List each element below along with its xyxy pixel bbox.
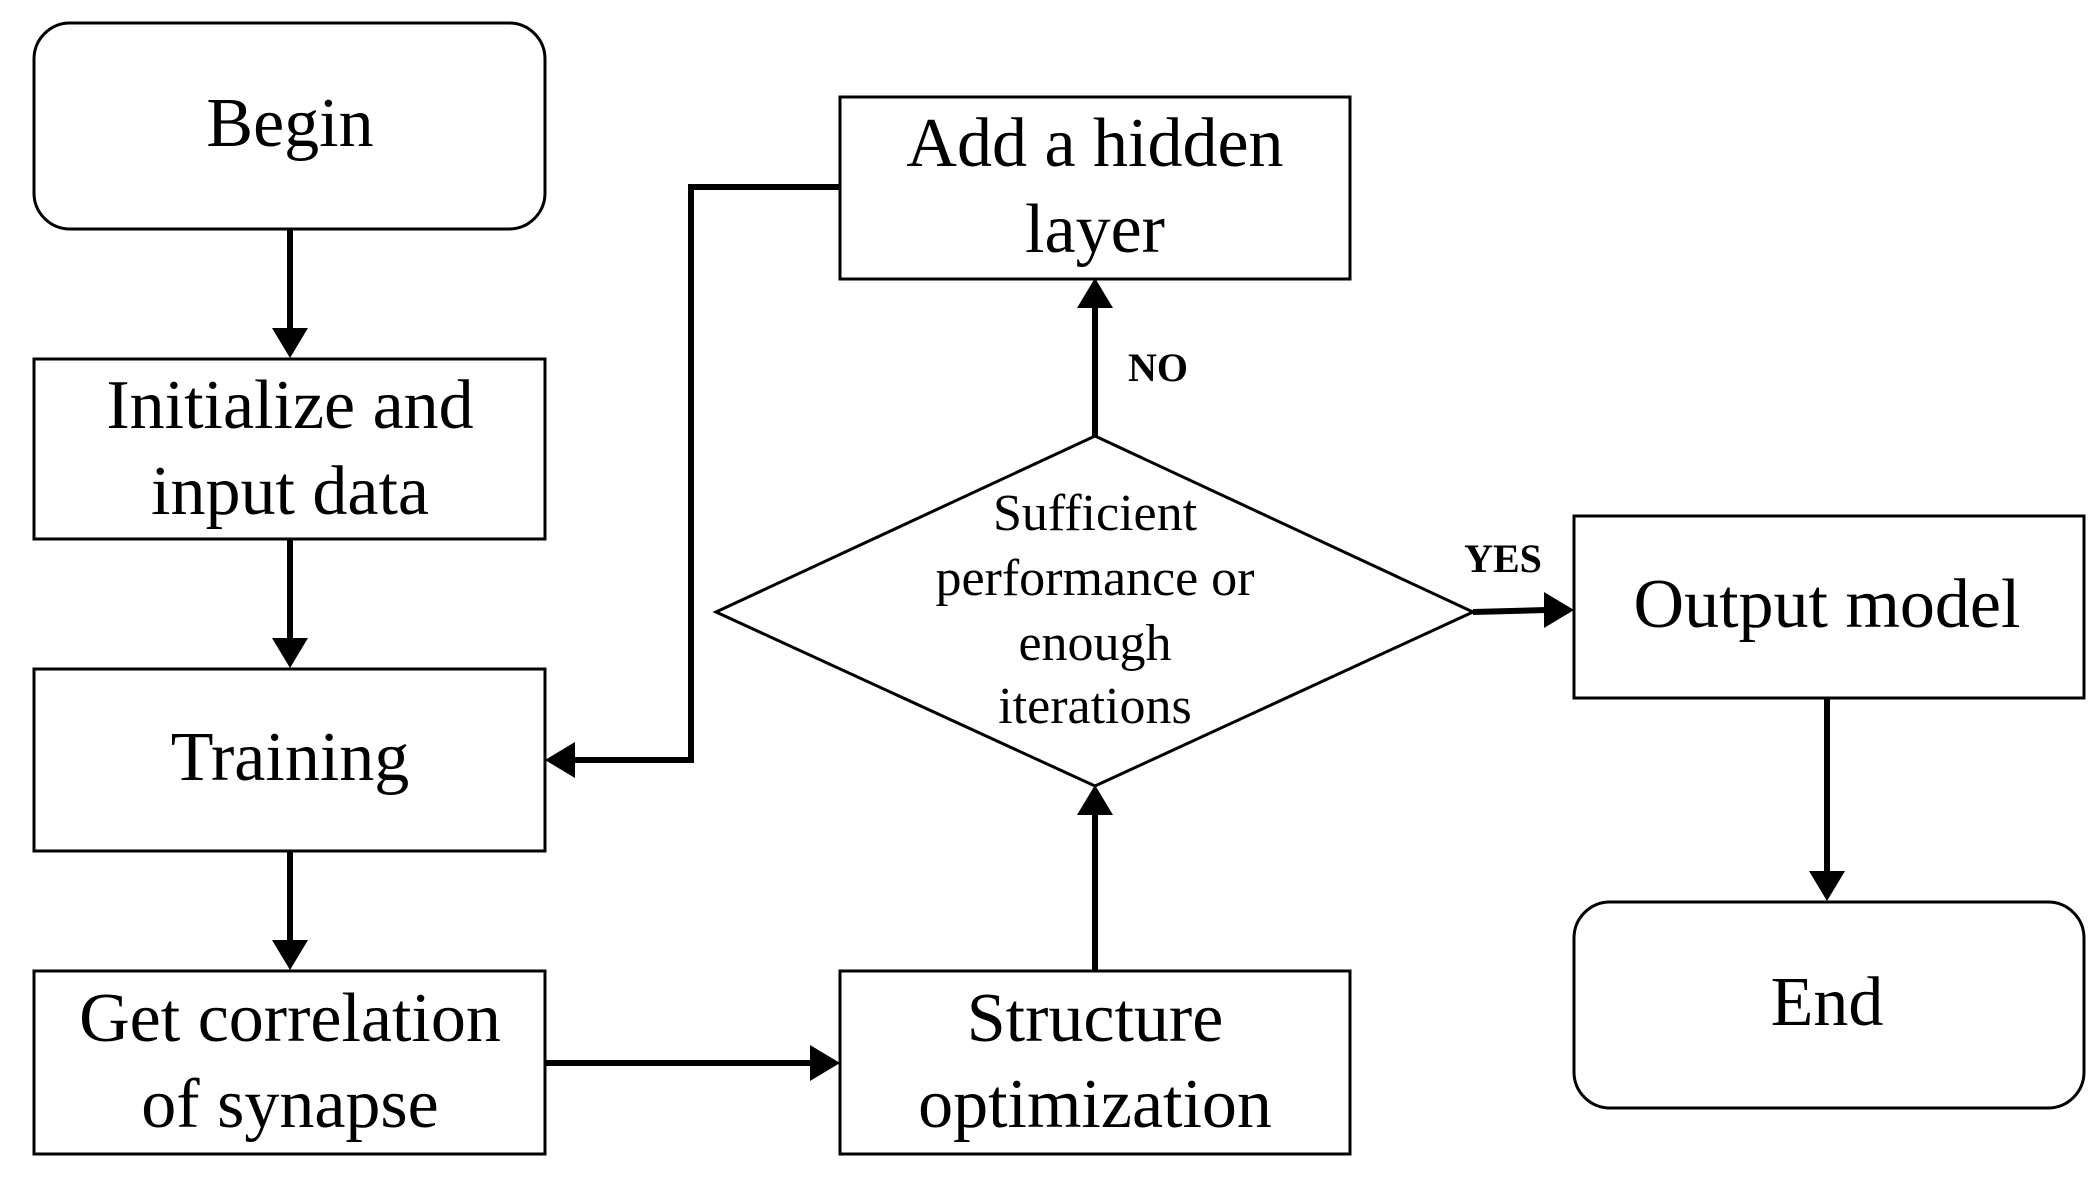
arrow-output-to-end bbox=[1809, 698, 1845, 901]
node-end: End bbox=[1572, 900, 2086, 1110]
arrow-correlation-to-structure bbox=[545, 1045, 840, 1081]
node-decision-line-4: iterations bbox=[998, 678, 1192, 735]
node-decision-line-3: enough bbox=[1018, 615, 1171, 672]
node-training: Training bbox=[32, 667, 547, 853]
edge-label-no: NO bbox=[1128, 345, 1188, 390]
node-begin-label: Begin bbox=[206, 85, 373, 162]
node-initialize: Initialize and input data bbox=[32, 357, 547, 541]
arrow-initialize-to-training bbox=[272, 539, 308, 668]
connectors bbox=[272, 184, 1845, 1081]
node-hidden-layer-line-1: Add a hidden bbox=[906, 105, 1283, 182]
node-initialize-line-1: Initialize and bbox=[106, 367, 473, 444]
node-hidden-layer-line-2: layer bbox=[1025, 191, 1165, 268]
node-correlation: Get correlation of synapse bbox=[32, 969, 547, 1156]
node-structure-line-1: Structure bbox=[967, 980, 1224, 1057]
node-begin: Begin bbox=[32, 21, 547, 231]
arrow-structure-to-decision bbox=[1077, 785, 1113, 971]
arrow-begin-to-initialize bbox=[272, 229, 308, 358]
node-initialize-line-2: input data bbox=[151, 453, 429, 530]
arrow-decision-to-hidden-layer bbox=[1077, 278, 1113, 436]
node-correlation-line-1: Get correlation bbox=[79, 980, 501, 1057]
node-hidden-layer: Add a hidden layer bbox=[838, 95, 1352, 281]
node-structure-line-2: optimization bbox=[918, 1066, 1272, 1143]
node-decision-line-2: performance or bbox=[935, 550, 1254, 607]
node-output-label: Output model bbox=[1634, 566, 2021, 643]
edge-label-yes: YES bbox=[1464, 536, 1542, 581]
node-correlation-line-2: of synapse bbox=[141, 1066, 438, 1143]
node-output: Output model bbox=[1572, 514, 2086, 700]
node-structure: Structure optimization bbox=[838, 969, 1352, 1156]
node-training-label: Training bbox=[171, 719, 410, 796]
node-end-label: End bbox=[1771, 964, 1884, 1041]
arrow-hidden-layer-to-training bbox=[545, 184, 840, 778]
arrow-training-to-correlation bbox=[272, 851, 308, 970]
node-decision: Sufficient performance or enough iterati… bbox=[712, 434, 1477, 788]
arrow-decision-to-output bbox=[1472, 592, 1574, 628]
node-decision-line-1: Sufficient bbox=[993, 485, 1198, 542]
